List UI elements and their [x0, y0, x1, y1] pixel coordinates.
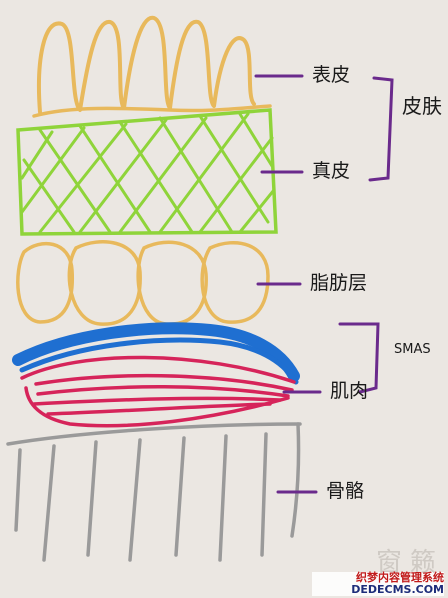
- bracket-skin: [368, 76, 394, 182]
- watermark-site-cn: 织梦内容管理系统: [312, 571, 444, 584]
- fat-layer: [16, 240, 270, 326]
- bracket-smas: [338, 322, 380, 394]
- label-smas: SMAS: [394, 342, 431, 357]
- label-bone: 骨骼: [326, 480, 365, 502]
- watermark-site-url: DEDECMS.COM: [312, 583, 444, 596]
- label-fat: 脂肪层: [310, 272, 368, 294]
- label-muscle: 肌肉: [330, 380, 369, 402]
- epidermis-layer: [32, 15, 272, 118]
- label-dermis: 真皮: [312, 160, 351, 182]
- watermark: 窗籁 织梦内容管理系统 DEDECMS.COM: [312, 549, 444, 596]
- muscle-layer: [20, 355, 296, 428]
- label-epidermis: 表皮: [312, 64, 351, 86]
- pointer-lines: [254, 74, 394, 494]
- dermis-layer: [16, 108, 278, 236]
- smas-layer: [12, 322, 300, 385]
- bone-layer: [6, 422, 302, 562]
- label-skin: 皮肤: [402, 94, 442, 118]
